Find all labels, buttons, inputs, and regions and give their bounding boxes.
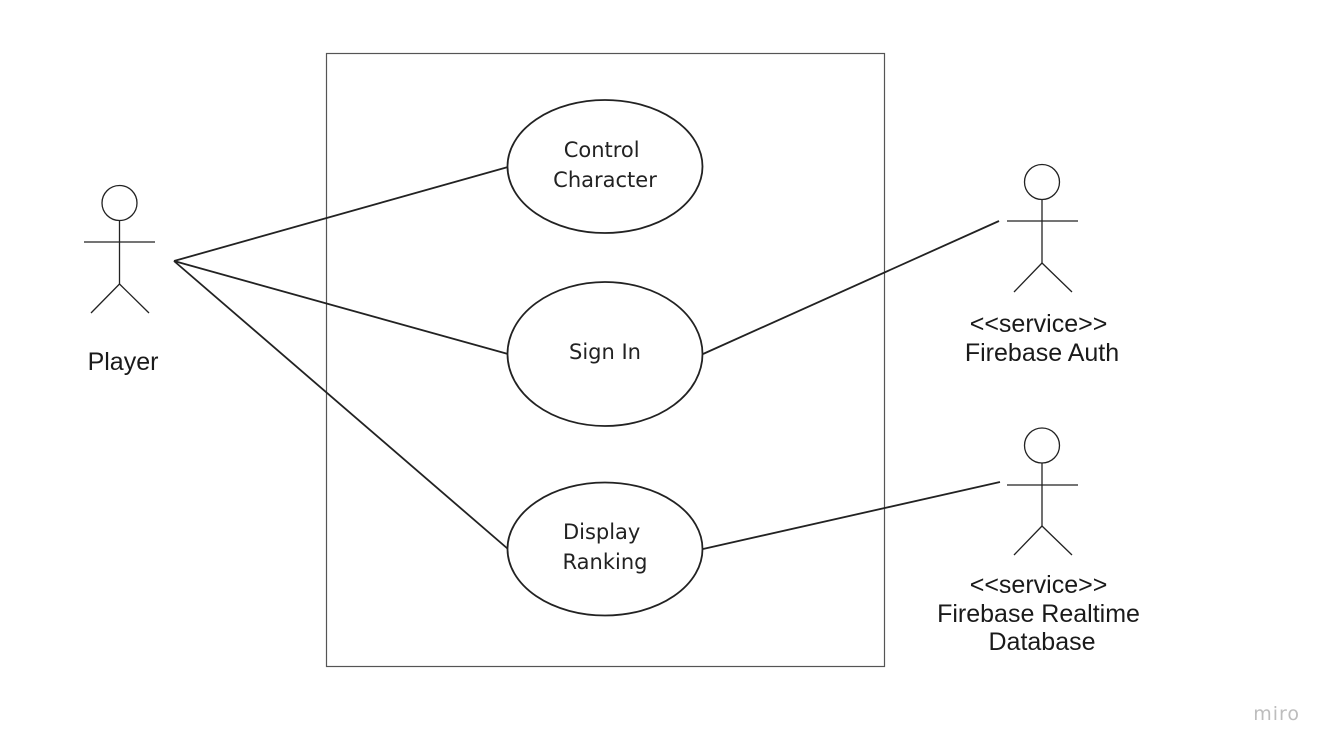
- association-player-sign-in: [173, 260, 509, 355]
- actor-firebase-auth[interactable]: <<service>> Firebase Auth: [965, 163, 1119, 368]
- actor-label: <<service>> Firebase Auth: [965, 310, 1119, 367]
- stick-figure-icon: [84, 184, 155, 314]
- use-case-ellipse: [506, 281, 704, 427]
- association-player-display-ranking: [173, 260, 509, 550]
- actor-firebase-realtime-database[interactable]: <<service>> Firebase Realtime Database: [937, 427, 1147, 656]
- association-player-control-character: [173, 166, 509, 262]
- actor-player[interactable]: Player: [84, 184, 159, 377]
- use-case-display-ranking[interactable]: Display Ranking: [506, 481, 704, 617]
- association-sign-in-firebase-auth: [702, 220, 1000, 355]
- use-case-control-character[interactable]: Control Character: [506, 99, 704, 234]
- use-case-label: Sign In: [569, 340, 641, 364]
- association-display-ranking-firebase-db: [702, 481, 1001, 550]
- use-case-label: Control Character: [553, 138, 657, 192]
- actor-label: Player: [88, 348, 159, 376]
- use-case-label: Display Ranking: [563, 520, 648, 574]
- use-case-ellipse: [506, 99, 704, 234]
- use-case-ellipse: [506, 481, 704, 617]
- system-boundary: [325, 52, 886, 668]
- actor-label: <<service>> Firebase Realtime Database: [937, 571, 1147, 656]
- stick-figure-icon: [1007, 163, 1078, 293]
- miro-watermark: miro: [1253, 703, 1300, 725]
- stick-figure-icon: [1007, 427, 1078, 556]
- use-case-sign-in[interactable]: Sign In: [506, 281, 704, 427]
